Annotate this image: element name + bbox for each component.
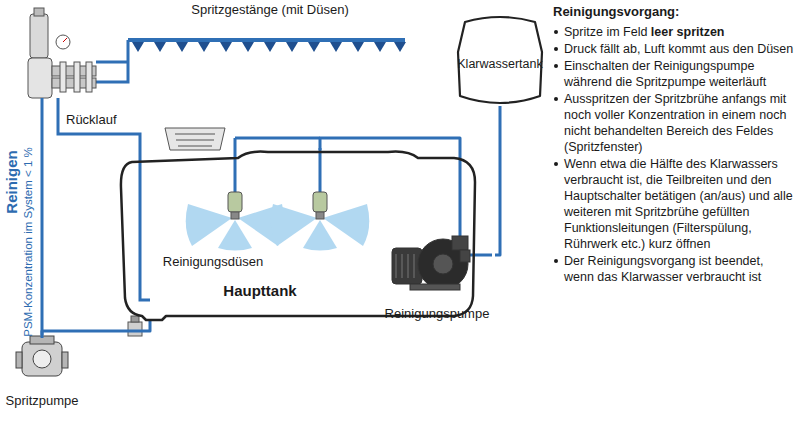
bullet-item: Druck fällt ab, Luft kommt aus den Düsen — [553, 41, 796, 57]
bullet-text: Spritze im Feld — [564, 25, 647, 39]
bullet-item: Ausspritzen der Spritzbrühe anfangs mit … — [553, 91, 796, 155]
node-label: Reinigungsdüsen — [163, 255, 263, 270]
node-label: Reinigungspumpe — [385, 307, 490, 322]
tank-outline — [118, 148, 478, 323]
concentration-note: PSM-Konzentration im System < 1 % — [22, 147, 35, 337]
cleaning-pump: Reinigungspumpe — [382, 215, 495, 325]
spray-pump: Spritzpumpe — [2, 338, 82, 412]
pipe — [495, 106, 500, 255]
node-label: Klarwassertank — [457, 57, 542, 71]
clean-label: Reinigen — [3, 150, 20, 213]
bullet-item: Der Reinigungsvorgang ist beendet, wenn … — [553, 253, 796, 285]
tank-title: Haupttank — [223, 282, 296, 299]
bullet-emphasis: leer spritzen — [651, 25, 725, 39]
return-label: Rücklauf — [66, 113, 117, 128]
bullet-item: Spritze im Feld leer spritzen — [553, 24, 796, 40]
pipe — [42, 321, 150, 338]
panel-heading: Reinigungsvorgang: — [553, 4, 796, 21]
bullet-item: Wenn etwa die Hälfte des Klarwassers ver… — [553, 156, 796, 252]
node-label: Spritzpumpe — [6, 394, 79, 409]
clear-water-tank: Klarwassertank — [450, 10, 550, 110]
pipe — [320, 138, 460, 215]
boom-label: Spritzgestänge (mit Düsen) — [191, 3, 349, 18]
bullet-item: Einschalten der Reinigungspumpe während … — [553, 58, 796, 90]
main-tank: ReinigungsdüsenHaupttank — [118, 148, 478, 323]
instruction-panel: Reinigungsvorgang: Spritze im Feld leer sp… — [553, 4, 796, 285]
